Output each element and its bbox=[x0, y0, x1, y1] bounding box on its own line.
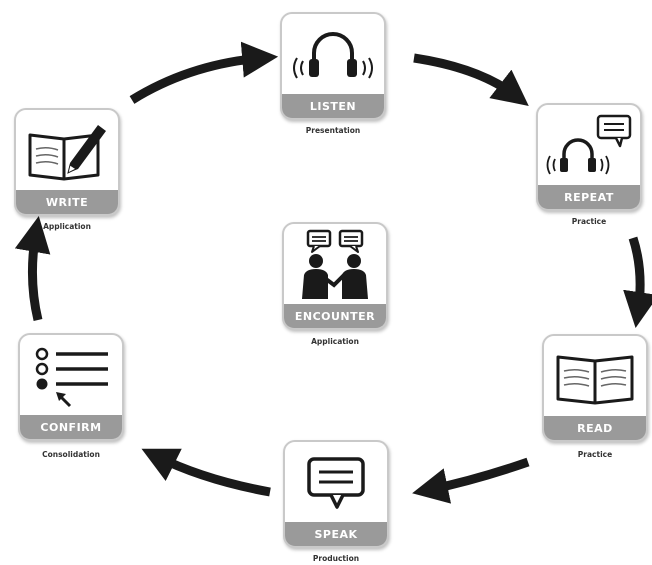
arrow-confirm-to-write bbox=[14, 216, 51, 322]
step-tile-listen: LISTEN bbox=[280, 12, 386, 120]
step-caption: Consolidation bbox=[42, 450, 100, 459]
step-label: LISTEN bbox=[282, 94, 384, 118]
arrow-write-to-listen bbox=[129, 41, 279, 104]
open-book-icon bbox=[544, 336, 646, 416]
arrow-read-to-speak bbox=[412, 457, 530, 504]
step-tile-read: READ bbox=[542, 334, 648, 442]
checklist-icon bbox=[20, 335, 122, 415]
headphones-icon bbox=[282, 14, 384, 94]
book-pencil-icon bbox=[16, 110, 118, 190]
step-tile-speak: SPEAK bbox=[283, 440, 389, 548]
step-caption: Production bbox=[312, 554, 360, 563]
step-label: ENCOUNTER bbox=[284, 304, 386, 328]
step-caption: Application bbox=[311, 337, 359, 346]
step-tile-confirm: CONFIRM bbox=[18, 333, 124, 441]
step-caption: Practice bbox=[577, 450, 613, 459]
step-caption: Practice bbox=[571, 217, 607, 226]
step-caption: Presentation bbox=[305, 126, 361, 135]
step-label: READ bbox=[544, 416, 646, 440]
arrow-listen-to-repeat bbox=[413, 53, 529, 106]
two-people-talking-icon bbox=[284, 224, 386, 304]
step-tile-repeat: REPEAT bbox=[536, 103, 642, 211]
step-label: WRITE bbox=[16, 190, 118, 214]
headphones-speech-bubble-icon bbox=[538, 105, 640, 185]
step-caption: Application bbox=[43, 222, 91, 231]
arrow-speak-to-confirm bbox=[141, 448, 271, 497]
speech-bubble-icon bbox=[285, 442, 387, 522]
step-tile-write: WRITE bbox=[14, 108, 120, 216]
step-label: REPEAT bbox=[538, 185, 640, 209]
step-label: CONFIRM bbox=[20, 415, 122, 439]
step-tile-encounter: ENCOUNTER bbox=[282, 222, 388, 330]
arrow-repeat-to-read bbox=[623, 236, 652, 329]
step-label: SPEAK bbox=[285, 522, 387, 546]
